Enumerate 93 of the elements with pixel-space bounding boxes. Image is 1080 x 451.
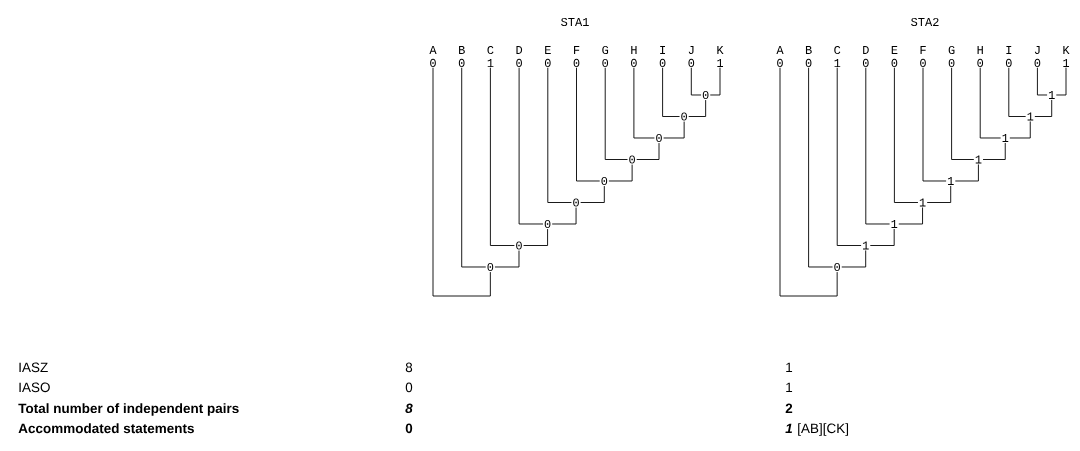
- tree-branch: [841, 250, 867, 268]
- node-value: 0: [544, 219, 551, 229]
- taxon-label: H 0: [977, 46, 984, 67]
- tree-branch: [608, 164, 633, 182]
- tree-branch: [865, 67, 891, 225]
- taxon-label: F 0: [920, 46, 926, 67]
- taxon-label: C 1: [834, 46, 841, 67]
- tree-title: STA1: [561, 17, 589, 27]
- row-label: IASZ: [19, 362, 48, 373]
- taxon-label: I 0: [1005, 46, 1012, 67]
- taxon-label: H 0: [631, 46, 637, 67]
- score-value: 0: [405, 382, 413, 393]
- tree-branch: [663, 121, 685, 139]
- node-value: 1: [1002, 134, 1009, 142]
- tree-branch: [576, 67, 601, 182]
- score-value: 2: [785, 403, 793, 413]
- taxon-label: K 1: [1063, 46, 1070, 67]
- tree-branch: [461, 67, 487, 268]
- tree-branch: [926, 185, 952, 203]
- row-label: Total number of independent pairs: [18, 403, 239, 416]
- node-value: 1: [919, 198, 926, 207]
- taxon-label: D 0: [516, 46, 523, 67]
- tree-branch: [1036, 67, 1048, 96]
- node-value: 1: [891, 220, 898, 228]
- taxon-label: J 0: [688, 46, 695, 67]
- node-value: 0: [487, 262, 494, 272]
- node-value: 0: [834, 262, 840, 272]
- tree-branch: [893, 67, 919, 203]
- tree-branch: [808, 67, 833, 268]
- taxon-label: D 0: [862, 46, 869, 67]
- tree-branch: [979, 67, 1002, 139]
- tree-branch: [898, 207, 923, 225]
- tree-branch: [633, 67, 655, 139]
- score-value: 1: [786, 362, 793, 372]
- tree-branch: [518, 67, 544, 225]
- taxon-label: I 0: [659, 46, 666, 67]
- node-value: 0: [573, 198, 579, 207]
- tree-branch: [662, 67, 680, 117]
- tree-branch: [547, 67, 572, 203]
- node-value: 1: [1027, 112, 1034, 121]
- taxon-label: K 1: [717, 46, 724, 67]
- statement-list: [AB][CK]: [798, 423, 848, 436]
- taxon-label: F 0: [573, 46, 580, 67]
- tree-title: STA2: [911, 17, 939, 27]
- node-value: 0: [702, 90, 709, 100]
- taxon-label: J 0: [1034, 46, 1041, 67]
- taxon-label: B 0: [458, 46, 465, 67]
- tree-branch: [523, 228, 549, 246]
- row-label: IASO: [19, 382, 50, 393]
- node-value: 0: [601, 176, 608, 186]
- tree-branch: [779, 67, 838, 297]
- tree-branch: [690, 67, 702, 96]
- tree-branch: [836, 67, 862, 246]
- score-value: 1: [785, 423, 792, 433]
- taxon-label: E 0: [891, 46, 898, 67]
- tree-branch: [982, 142, 1006, 160]
- tree-branch: [1034, 99, 1053, 117]
- score-value: 1: [786, 382, 793, 392]
- tree-branch: [636, 142, 660, 160]
- tree-branch: [489, 67, 515, 246]
- tree-branch: [954, 164, 979, 182]
- taxon-label: A 0: [776, 46, 784, 67]
- tree-branch: [709, 67, 721, 96]
- score-value: 8: [405, 403, 413, 414]
- node-value: 0: [629, 155, 635, 164]
- taxon-label: G 0: [948, 45, 955, 68]
- tree-branch: [580, 185, 605, 203]
- tree-branch: [1055, 67, 1067, 96]
- tree-branch: [922, 67, 947, 182]
- taxon-label: C 1: [487, 46, 494, 67]
- tree-branch: [951, 67, 975, 160]
- node-value: 0: [681, 112, 687, 121]
- row-label: Accommodated statements: [18, 423, 194, 434]
- tree-branch: [688, 99, 707, 117]
- node-value: 1: [975, 155, 982, 164]
- node-value: 1: [948, 177, 954, 185]
- tree-branch: [494, 250, 520, 268]
- taxon-label: E 0: [544, 46, 551, 67]
- node-value: 1: [862, 241, 869, 250]
- taxon-label: B 0: [805, 46, 812, 67]
- node-value: 1: [1048, 91, 1055, 99]
- tree-branch: [551, 207, 577, 225]
- tree-branch: [869, 228, 895, 246]
- taxon-label: A 0: [429, 46, 437, 67]
- score-value: 8: [405, 362, 413, 373]
- node-value: 0: [656, 133, 662, 143]
- tree-branch: [432, 67, 491, 297]
- tree-branch: [1009, 121, 1031, 139]
- node-value: 0: [516, 241, 522, 250]
- taxon-label: G 0: [602, 45, 609, 68]
- tree-branch: [604, 67, 628, 160]
- tree-branch: [1008, 67, 1027, 117]
- score-value: 0: [405, 423, 413, 434]
